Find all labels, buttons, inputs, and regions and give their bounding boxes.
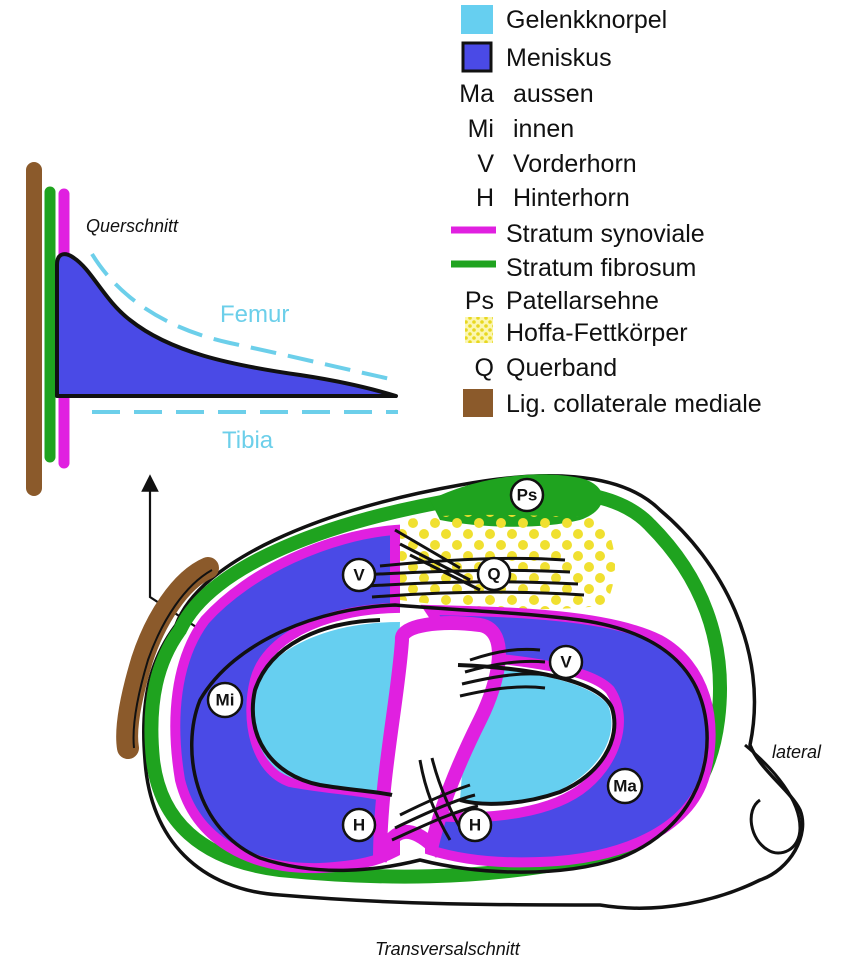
legend-hoffa-swatch (465, 317, 493, 343)
legend: Gelenkknorpel Meniskus Ma aussen Mi inne… (451, 5, 762, 418)
legend-fibrosum-label: Stratum fibrosum (506, 254, 696, 282)
lateral-label: lateral (772, 742, 822, 762)
legend-mi-abbr: Mi (468, 115, 494, 143)
legend-cartilage-swatch (461, 5, 493, 34)
legend-h-label: Hinterhorn (513, 184, 630, 212)
legend-meniscus-label: Meniskus (506, 44, 612, 72)
legend-v-label: Vorderhorn (513, 150, 637, 178)
legend-cartilage-label: Gelenkknorpel (506, 6, 667, 34)
legend-q-abbr: Q (475, 354, 494, 382)
legend-ma-label: aussen (513, 80, 594, 108)
tibia-label: Tibia (222, 427, 274, 454)
transverse-section: Ps V Q V Mi Ma H H lateral (127, 474, 822, 959)
bubble-ps: Ps (511, 479, 543, 511)
bubble-v-lateral: V (550, 646, 582, 678)
svg-text:Q: Q (487, 565, 500, 584)
legend-meniscus-swatch (463, 43, 491, 71)
bubble-h-lateral: H (459, 809, 491, 841)
legend-ps-abbr: Ps (465, 287, 494, 315)
bubble-ma: Ma (608, 769, 642, 803)
legend-q-label: Querband (506, 354, 617, 382)
legend-ligament-label: Lig. collaterale mediale (506, 390, 762, 418)
bubble-h-medial: H (343, 809, 375, 841)
svg-text:H: H (353, 816, 365, 835)
transverse-title: Transversalschnitt (375, 939, 521, 959)
bubble-q: Q (478, 558, 510, 590)
svg-text:Ps: Ps (517, 486, 538, 505)
legend-hoffa-label: Hoffa-Fettkörper (506, 319, 688, 347)
svg-text:V: V (353, 566, 365, 585)
legend-v-abbr: V (477, 150, 494, 178)
svg-text:V: V (560, 653, 572, 672)
legend-ps-label: Patellarsehne (506, 287, 659, 315)
cross-section: Querschnitt Femur Tibia (34, 170, 398, 488)
bubble-mi: Mi (208, 683, 242, 717)
bubble-v-medial: V (343, 559, 375, 591)
legend-ma-abbr: Ma (459, 80, 494, 108)
legend-synovial-label: Stratum synoviale (506, 220, 705, 248)
svg-text:H: H (469, 816, 481, 835)
legend-ligament-swatch (463, 389, 493, 417)
svg-text:Mi: Mi (216, 691, 235, 710)
legend-h-abbr: H (476, 184, 494, 212)
legend-mi-label: innen (513, 115, 574, 143)
cross-section-title: Querschnitt (86, 216, 179, 236)
svg-text:Ma: Ma (613, 777, 637, 796)
femur-label: Femur (220, 301, 289, 328)
